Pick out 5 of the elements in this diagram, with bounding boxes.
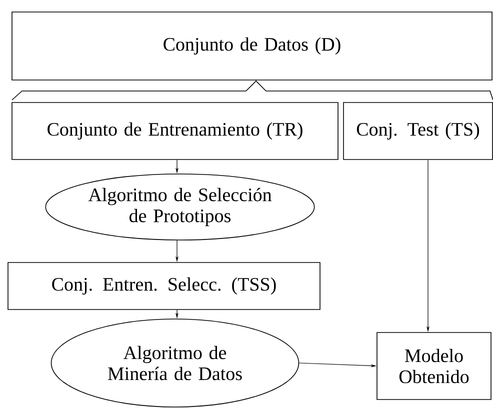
process-box: Modelo Obtenido	[376, 332, 492, 400]
process-box: Conj. Entren. Selecc. (TSS)	[8, 262, 320, 310]
process-box: Conj. Test (TS)	[343, 102, 493, 160]
process-box: Conjunto de Entrenamiento (TR)	[12, 102, 338, 160]
process-box: Conjunto de Datos (D)	[12, 12, 492, 80]
